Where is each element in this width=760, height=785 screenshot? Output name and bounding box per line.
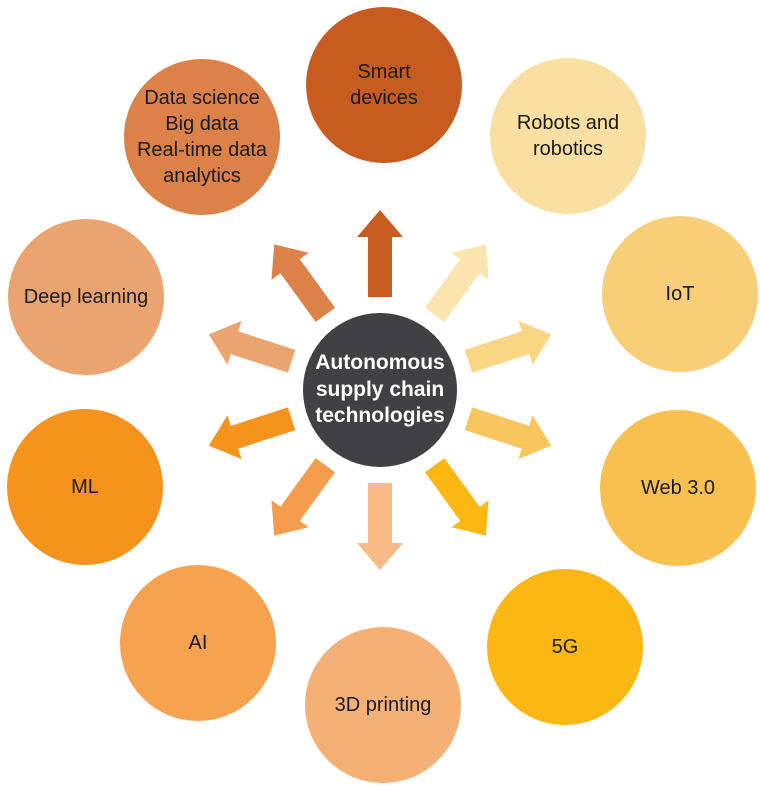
node-robots-and-robotics: Robots and robotics — [490, 58, 646, 214]
arrow-robots-and-robotics — [424, 244, 489, 322]
node-label: AI — [188, 632, 208, 654]
node-label: Smart devices — [350, 61, 418, 109]
node-label: 3D printing — [334, 694, 432, 716]
arrow-3d-printing — [357, 483, 403, 570]
node-label: Data science Big data Real-time data ana… — [136, 87, 268, 187]
node-label: IoT — [665, 283, 695, 305]
arrow-web-3-0 — [464, 407, 552, 460]
node-web-3-0: Web 3.0 — [600, 410, 756, 566]
node-deep-learning: Deep learning — [8, 219, 164, 375]
node-label: ML — [71, 476, 99, 498]
node-5g: 5G — [487, 569, 643, 725]
node-data-science: Data science Big data Real-time data ana… — [124, 59, 280, 215]
node-smart-devices: Smart devices — [306, 7, 462, 163]
node-label: Robots and robotics — [516, 112, 620, 160]
center-node-autonomous-supply-chain: Autonomous supply chain technologies — [303, 313, 457, 467]
node-label: Web 3.0 — [640, 477, 716, 499]
arrow-ml — [208, 407, 296, 460]
node-3d-printing: 3D printing — [305, 627, 461, 783]
arrow-5g — [424, 458, 489, 536]
arrow-deep-learning — [208, 320, 296, 373]
center-node-label: Autonomous supply chain technologies — [315, 350, 445, 428]
node-label: Deep learning — [23, 286, 149, 308]
arrow-ai — [271, 458, 336, 536]
node-ml: ML — [7, 409, 163, 565]
arrow-smart-devices — [357, 210, 403, 297]
node-iot: IoT — [602, 216, 758, 372]
arrow-iot — [464, 320, 552, 373]
node-ai: AI — [120, 565, 276, 721]
arrow-data-science — [271, 244, 336, 322]
node-label: 5G — [551, 636, 579, 658]
